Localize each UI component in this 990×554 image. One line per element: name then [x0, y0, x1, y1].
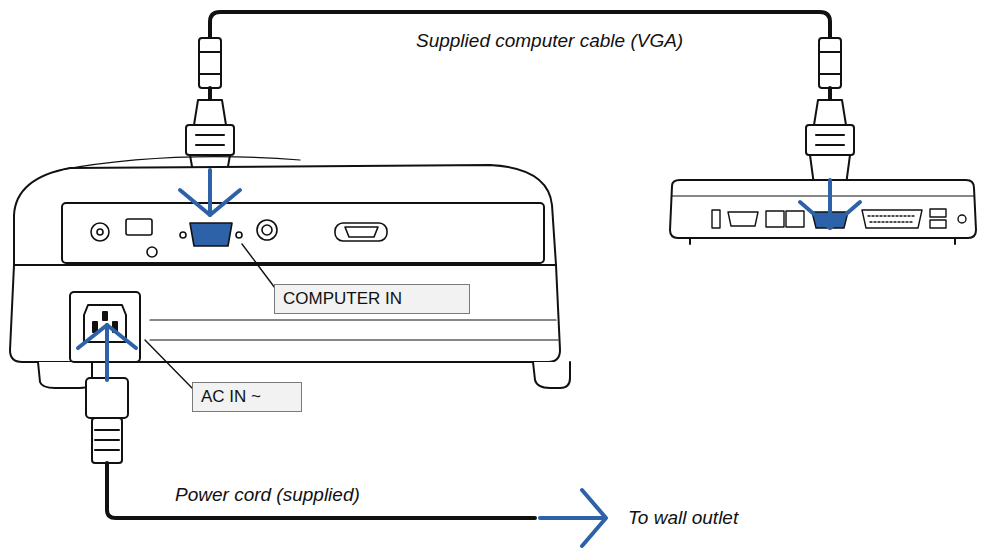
projector-body-part: [38, 362, 92, 388]
projector-body-part: [150, 319, 556, 320]
insert-arrow-part: [800, 202, 860, 228]
leader-line-part: [242, 244, 278, 292]
laptop-ports-part: [786, 211, 804, 227]
projector-ports-part: [147, 247, 157, 257]
projector-ports-part: [190, 223, 232, 246]
connection-illustration-part: [10, 12, 976, 546]
projector-body-part: [150, 339, 558, 340]
port-label: AC IN ~: [201, 387, 293, 407]
laptop-ports-part: [868, 215, 916, 216]
laptop-ports-part: [766, 211, 784, 227]
vga-cable-part: [199, 73, 221, 75]
vga-cable-part: [199, 51, 221, 53]
vga-cable-part: [819, 73, 841, 75]
insert-arrow-part: [78, 325, 136, 348]
projector-ports-part: [126, 219, 152, 235]
laptop-ports-part: [958, 215, 966, 223]
power-cord-part: [86, 378, 128, 418]
projector-body-part: [10, 265, 560, 362]
power-cord: [86, 378, 535, 518]
insert-arrow-part: [105, 325, 109, 380]
laptop-part: [689, 238, 691, 244]
projector-ports-part: [91, 223, 109, 241]
laptop-ports-part: [930, 220, 946, 228]
projector-body-part: [533, 362, 570, 388]
caption-label: Power cord (supplied): [173, 484, 362, 506]
caption-label: To wall outlet: [626, 507, 740, 529]
power-cord-part: [107, 463, 535, 518]
projector-ports-part: [236, 232, 242, 238]
projector-body: [10, 157, 570, 388]
laptop-part: [954, 238, 956, 244]
projector-ports-part: [345, 227, 378, 237]
projector-ports-part: [180, 232, 186, 238]
vga-cable-part: [819, 51, 841, 53]
vga-cable-part: [208, 88, 212, 100]
leader-line: [145, 244, 278, 388]
vga-cable-part: [819, 38, 841, 88]
projector-ports-part: [257, 220, 277, 240]
vga-cable-part: [186, 125, 234, 155]
laptop-ports-part: [862, 210, 922, 228]
leader-line-part: [145, 340, 192, 388]
projector-ports-part: [335, 223, 387, 241]
vga-cable-part: [816, 144, 844, 146]
vga-cable-part: [194, 100, 226, 125]
laptop-ports-part: [712, 210, 720, 228]
vga-cable-part: [196, 144, 224, 146]
port-callout-box: AC IN ~: [192, 382, 302, 412]
laptop-ports-part: [930, 209, 946, 217]
laptop: [670, 180, 976, 244]
insert-arrow-part: [540, 516, 602, 520]
vga-cable-part: [199, 38, 221, 88]
insert-arrow-part: [828, 180, 832, 228]
projector-ports-part: [262, 225, 272, 235]
projector-ports-part: [97, 229, 103, 235]
laptop-part: [670, 180, 976, 238]
insert-arrow: [78, 170, 860, 546]
vga-cable-part: [828, 88, 832, 100]
projector-body-part: [14, 165, 556, 265]
port-callout-box: COMPUTER IN: [274, 284, 470, 314]
power-cord-part: [95, 439, 119, 441]
power-cord-part: [95, 429, 119, 431]
caption-label: Supplied computer cable (VGA): [414, 30, 685, 52]
projector-ports: [91, 219, 387, 257]
laptop-ports-part: [728, 212, 758, 226]
port-label: COMPUTER IN: [283, 289, 461, 309]
laptop-part: [672, 195, 974, 196]
power-cord-part: [92, 418, 122, 463]
laptop-ports-part: [870, 221, 914, 222]
insert-arrow-part: [582, 490, 606, 546]
vga-cable-part: [816, 134, 844, 136]
projector-body-part: [60, 157, 300, 170]
ac-inlet-part: [93, 322, 97, 332]
vga-cable-part: [806, 125, 854, 155]
vga-cable-part: [196, 134, 224, 136]
ac-inlet-part: [103, 312, 107, 320]
power-cord-part: [95, 449, 119, 451]
insert-arrow-part: [180, 190, 240, 215]
insert-arrow-part: [208, 170, 212, 215]
projector-body-part: [62, 203, 544, 263]
vga-cable-part: [814, 100, 846, 125]
